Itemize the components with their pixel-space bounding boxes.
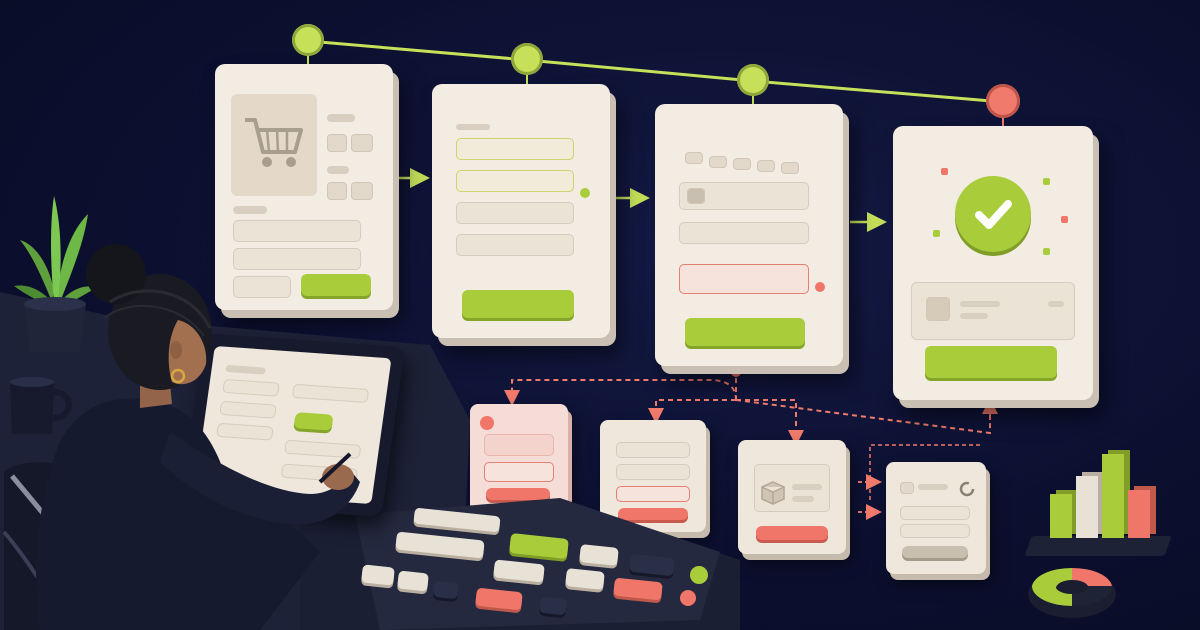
keypad-key[interactable]: [493, 559, 545, 583]
keypad-key[interactable]: [397, 570, 429, 592]
cart-continue-button[interactable]: [301, 274, 371, 296]
alert-icon: [480, 416, 494, 430]
refresh-icon: [959, 481, 975, 497]
timeline-node-4: [986, 84, 1020, 118]
keypad-toggle[interactable]: [680, 590, 696, 606]
keypad-key[interactable]: [413, 507, 501, 533]
error-branch-paths: [511, 360, 991, 440]
bar-chart-decor: [1024, 440, 1188, 570]
mug-icon: [10, 377, 72, 434]
error-card-2: [600, 420, 706, 532]
plant-icon: [14, 196, 96, 352]
error-card-1: [470, 404, 568, 512]
designer-person: [2, 244, 360, 630]
order-summary-row: [911, 282, 1075, 340]
keypad-key[interactable]: [395, 531, 485, 559]
keypad-key[interactable]: [509, 533, 569, 559]
package-icon: [761, 481, 785, 505]
timeline-node-3: [737, 64, 769, 96]
timeline-line: [307, 39, 1004, 104]
timeline-node-1: [292, 24, 324, 56]
error-card-4: [886, 462, 986, 574]
product-image-box: [231, 94, 317, 196]
keypad-key[interactable]: [629, 553, 675, 577]
details-continue-button[interactable]: [462, 290, 574, 318]
timeline-node-2: [511, 43, 543, 75]
keypad-key[interactable]: [433, 580, 459, 600]
donut-chart-decor: [1028, 567, 1116, 618]
keypad-key[interactable]: [613, 577, 663, 601]
keypad-key[interactable]: [539, 596, 567, 616]
step-card-cart: [215, 64, 393, 310]
keypad-key[interactable]: [475, 587, 523, 611]
pen-icon: [318, 452, 352, 484]
payment-submit-button[interactable]: [685, 318, 805, 346]
keypad-key[interactable]: [579, 544, 619, 566]
shopping-cart-icon: [245, 118, 303, 167]
step-card-payment: [655, 104, 843, 366]
checkmark-icon: [975, 200, 1012, 229]
success-badge: [955, 176, 1031, 252]
step-card-confirmation: [893, 126, 1093, 400]
error-card-3: [738, 440, 846, 554]
confirmation-done-button[interactable]: [925, 346, 1057, 378]
step-card-details: [432, 84, 610, 338]
keypad-toggle[interactable]: [690, 566, 708, 584]
keypad-key[interactable]: [565, 568, 605, 590]
